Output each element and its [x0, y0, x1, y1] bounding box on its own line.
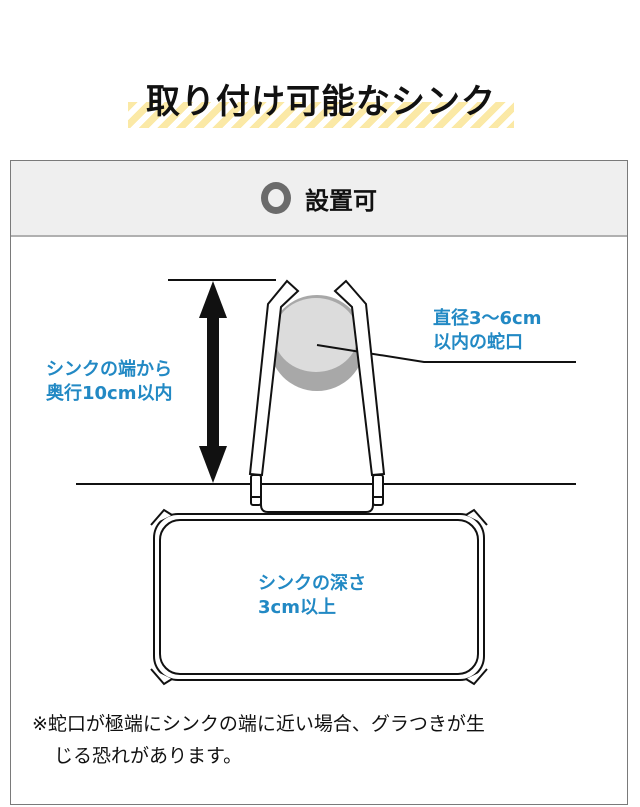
sink-icon — [150, 508, 488, 686]
sink-depth-label: シンクの深さ 3cm以上 — [258, 572, 366, 620]
note-line2: じる恐れがあります。 — [54, 745, 243, 767]
depth-label-line2: 奥行10cm以内 — [46, 383, 173, 404]
note-line1: ※蛇口が極端にシンクの端に近い場合、グラつきが生 — [32, 713, 485, 735]
page-title: 取り付け可能なシンク — [146, 82, 496, 122]
installable-panel: 設置可 — [10, 160, 628, 805]
faucet-label-line2: 以内の蛇口 — [433, 332, 523, 353]
caution-note: ※蛇口が極端にシンクの端に近い場合、グラつきが生 じる恐れがあります。 — [32, 708, 622, 772]
title-block: 取り付け可能なシンク — [128, 76, 514, 132]
circle-ok-icon — [261, 182, 291, 214]
sink-label-line1: シンクの深さ — [258, 573, 366, 594]
faucet-label: 直径3〜6cm 以内の蛇口 — [433, 307, 541, 355]
depth-arrow-icon — [199, 281, 227, 483]
panel-header: 設置可 — [11, 161, 627, 237]
bottom-bar — [260, 484, 374, 513]
sink-label-line2: 3cm以上 — [258, 597, 336, 618]
depth-label: シンクの端から 奥行10cm以内 — [46, 358, 172, 406]
left-arm — [248, 279, 300, 506]
status-label: 設置可 — [305, 186, 377, 215]
depth-label-line1: シンクの端から — [46, 359, 172, 380]
title-stripe-decoration — [128, 102, 514, 128]
faucet-icon — [269, 295, 365, 391]
faucet-label-line1: 直径3〜6cm — [433, 308, 542, 329]
faucet-leader-line — [316, 344, 576, 363]
